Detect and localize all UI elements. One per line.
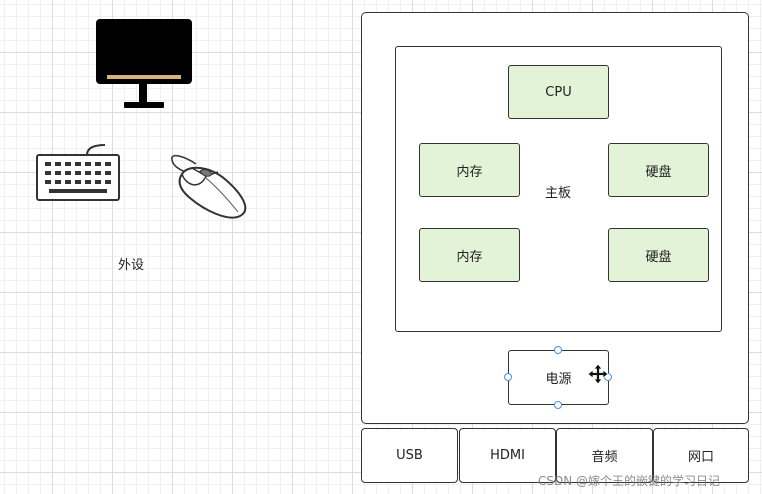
selection-handle-top[interactable] — [554, 346, 562, 354]
disk-box-bottom[interactable]: 硬盘 — [608, 228, 709, 282]
motherboard-label: 主板 — [545, 186, 572, 201]
keyboard-icon — [36, 144, 120, 201]
memory-box-bottom[interactable]: 内存 — [419, 228, 520, 282]
cpu-box[interactable]: CPU — [508, 65, 609, 119]
move-cursor-icon — [587, 363, 609, 385]
selection-handle-bottom[interactable] — [554, 401, 562, 409]
audio-port-box[interactable]: 音频 — [556, 428, 653, 483]
disk-box-top[interactable]: 硬盘 — [608, 143, 709, 197]
watermark: CSDN @嫁个王的嵌键的学习日记 — [538, 474, 721, 488]
peripherals-label: 外设 — [118, 258, 145, 273]
memory-box-top[interactable]: 内存 — [419, 143, 520, 197]
monitor-icon — [96, 19, 192, 108]
mouse-icon — [171, 154, 247, 219]
usb-port-box[interactable]: USB — [361, 428, 458, 483]
network-port-box[interactable]: 网口 — [653, 428, 749, 483]
selection-handle-left[interactable] — [504, 373, 512, 381]
hdmi-port-box[interactable]: HDMI — [459, 428, 556, 483]
